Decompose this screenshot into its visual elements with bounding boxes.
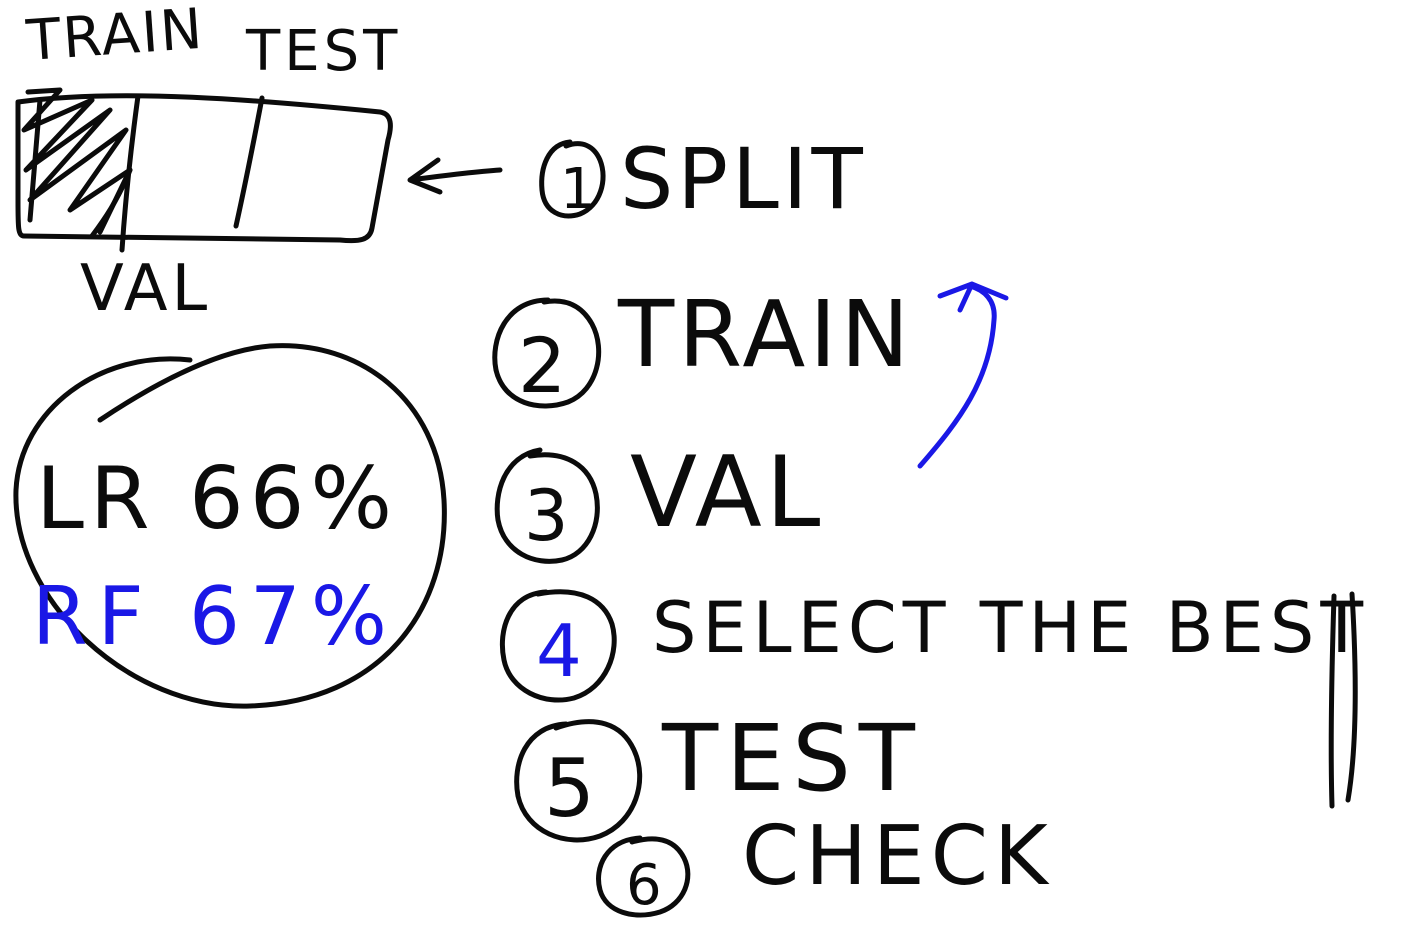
bar-right [1345, 591, 1358, 803]
val-pointer-line [89, 167, 133, 239]
split-arrow [407, 157, 503, 195]
train-hatching [21, 87, 133, 235]
step-4-label: SELECT THE BEST [652, 587, 1369, 669]
step-3-number: 3 [524, 475, 569, 557]
step-3-circle [494, 447, 600, 564]
step-2: 2 TRAIN [492, 281, 913, 410]
step-4-circle [499, 589, 617, 703]
step-1-number: 1 [560, 157, 596, 222]
feedback-arrow-head [937, 281, 1009, 313]
label-val: VAL [80, 252, 211, 326]
double-bar-mark [1328, 591, 1358, 809]
bar-left [1328, 593, 1337, 809]
lr-score: LR 66% [36, 449, 398, 549]
step-4-number: 4 [536, 609, 582, 693]
step-6-circle [596, 835, 691, 918]
steps-list: 1 SPLIT 2 TRAIN 3 VAL 4 SELECT THE BEST [492, 130, 1369, 918]
step-5: 5 TEST [514, 705, 923, 843]
step-4: 4 SELECT THE BEST [499, 587, 1369, 703]
feedback-arrow [917, 281, 1009, 469]
dataset-box [15, 93, 393, 244]
comparison-circle [13, 343, 447, 709]
step-1-circle [539, 139, 606, 219]
train-val-divider [119, 93, 141, 253]
step-1: 1 SPLIT [539, 130, 867, 228]
step-5-label: TEST [661, 705, 923, 812]
step-2-label: TRAIN [617, 281, 913, 388]
step-3: 3 VAL [494, 436, 824, 564]
val-test-divider [233, 95, 265, 229]
step-2-number: 2 [518, 321, 566, 410]
step-6-label: CHECK [742, 809, 1054, 904]
step-1-label: SPLIT [620, 130, 867, 228]
model-comparison: LR 66% RF 67% [13, 343, 447, 709]
label-test: TEST [245, 19, 401, 84]
rf-score: RF 67% [32, 570, 397, 663]
step-3-label: VAL [630, 436, 824, 550]
step-6-number: 6 [626, 853, 662, 918]
step-2-circle [492, 297, 602, 409]
step-5-circle [514, 719, 643, 843]
split-diagram: TRAIN TEST VAL [15, 0, 503, 326]
label-train: TRAIN [23, 0, 206, 74]
step-6: 6 CHECK [596, 809, 1054, 918]
feedback-arrow-curve [917, 283, 997, 469]
step-5-number: 5 [544, 742, 595, 835]
